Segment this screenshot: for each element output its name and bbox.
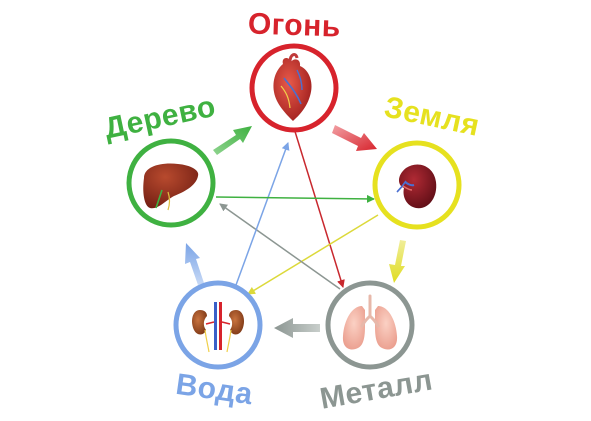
- earth-node: [372, 140, 462, 230]
- generate-arrow-metal-water: [274, 318, 320, 338]
- kidneys-icon: [192, 302, 244, 353]
- generate-arrow-earth-metal: [389, 240, 406, 283]
- control-arrow-water-fire: [235, 142, 290, 286]
- lungs-icon: [342, 294, 398, 350]
- wood-label: Дерево: [101, 90, 218, 146]
- water-label: Вода: [174, 368, 255, 411]
- liver-icon: [143, 163, 199, 211]
- wood-node: [126, 138, 216, 228]
- metal-label: Металл: [317, 364, 435, 416]
- fire-node: [249, 43, 339, 133]
- generate-arrow-wood-fire: [213, 126, 252, 155]
- earth-label: Земля: [381, 91, 482, 143]
- fire-label: Огонь: [247, 7, 341, 43]
- generate-arrow-fire-earth: [332, 125, 377, 151]
- heart-icon: [273, 53, 312, 121]
- metal-node: [325, 280, 415, 370]
- control-arrow-earth-water: [247, 214, 379, 295]
- spleen-icon: [396, 164, 437, 209]
- control-arrow-fire-metal: [292, 124, 345, 288]
- generate-arrow-water-wood: [185, 243, 204, 285]
- control-arrow-metal-wood: [219, 203, 341, 290]
- control-arrow-wood-earth: [215, 194, 375, 203]
- water-node: [173, 280, 263, 370]
